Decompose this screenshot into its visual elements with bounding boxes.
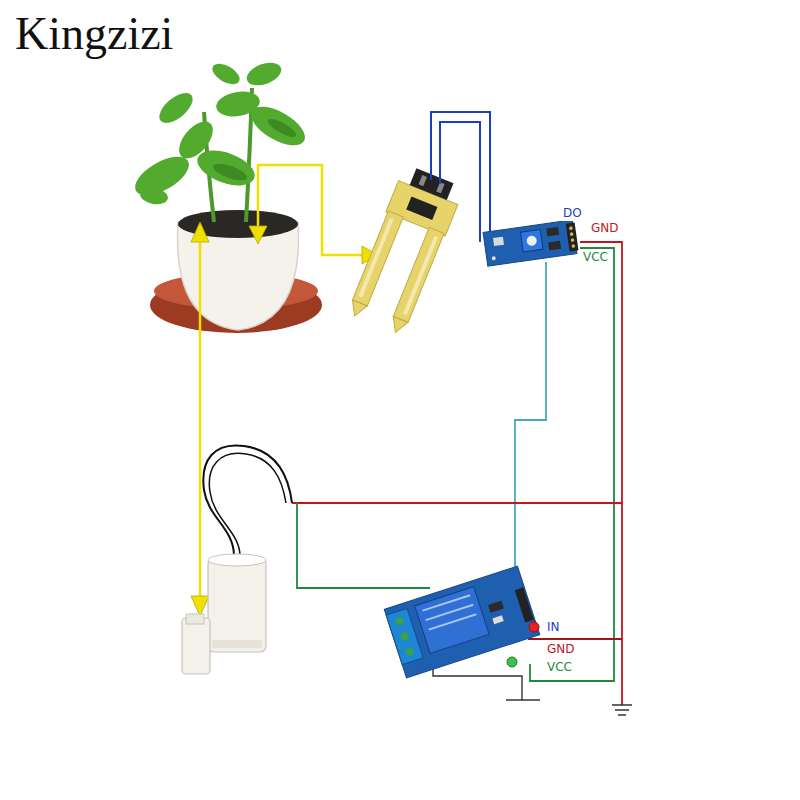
plant-leaf-shade xyxy=(211,116,298,184)
brand-watermark: Kingzizi xyxy=(14,8,174,61)
ground-symbol xyxy=(506,700,632,715)
pump-power-wire xyxy=(292,502,622,504)
status-led xyxy=(507,657,517,667)
pin-label: VCC xyxy=(546,661,573,675)
yellow-arrowheads xyxy=(191,222,378,616)
pin-label: IN xyxy=(546,621,561,635)
pump-cable xyxy=(209,453,286,556)
probe-wires xyxy=(431,112,490,242)
water-pump xyxy=(182,554,266,674)
vcc-wire xyxy=(530,248,614,681)
pump-cable xyxy=(203,445,292,556)
status-led xyxy=(529,622,539,632)
plant-leaves xyxy=(129,58,311,206)
relay-ground-wire xyxy=(528,638,622,640)
relay-module xyxy=(384,566,539,678)
pin-label: DO xyxy=(562,207,583,221)
pump-relay-wire xyxy=(297,503,430,588)
signal-wire xyxy=(515,262,546,606)
ground-wire xyxy=(580,242,622,705)
pin-label: GND xyxy=(590,222,620,236)
egg-pot xyxy=(178,222,299,330)
pin-label: GND xyxy=(546,643,576,657)
soil-probe xyxy=(345,164,464,336)
pin-label: VCC xyxy=(582,251,609,265)
yellow-arrow-lines xyxy=(200,165,364,598)
sensor-module xyxy=(483,220,579,266)
